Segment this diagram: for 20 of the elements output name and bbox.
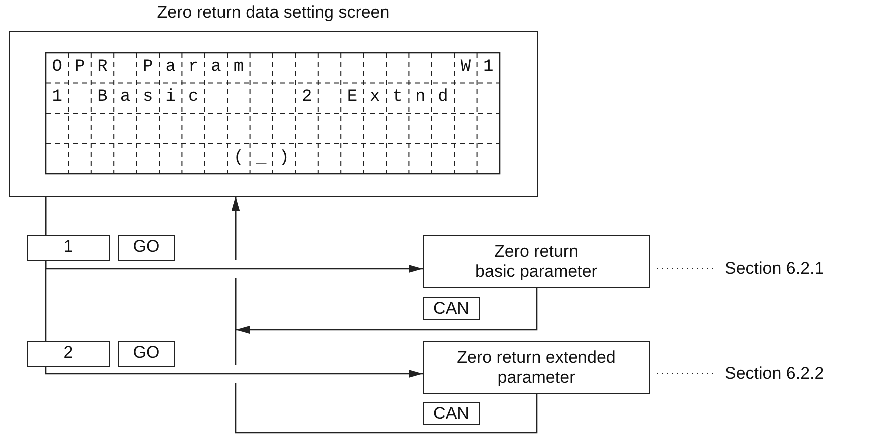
key-box: CAN	[423, 402, 480, 425]
process-box	[423, 235, 650, 288]
screen-title: Zero return data setting screen	[156, 3, 391, 23]
box-label: Zero return basic parameter	[474, 242, 598, 282]
key-box: CAN	[423, 297, 480, 320]
lcd-text: (_)	[234, 148, 302, 170]
key-box: GO	[118, 235, 175, 261]
process-box	[423, 341, 650, 394]
lcd-text: 1 Basic	[52, 87, 212, 110]
key-box: 1	[27, 235, 110, 261]
arrow	[232, 197, 538, 434]
section-reference: Section 6.2.1	[725, 259, 824, 279]
lcd-text: W1	[460, 57, 506, 79]
key-box: 2	[27, 341, 110, 367]
lcd-text: OPR Param	[52, 57, 257, 79]
section-reference: Section 6.2.2	[725, 364, 824, 384]
box-label: Zero return extended parameter	[456, 348, 616, 388]
arrow	[45, 197, 423, 378]
lcd-text: 2 Extnd	[302, 87, 461, 110]
key-box: GO	[118, 341, 175, 367]
